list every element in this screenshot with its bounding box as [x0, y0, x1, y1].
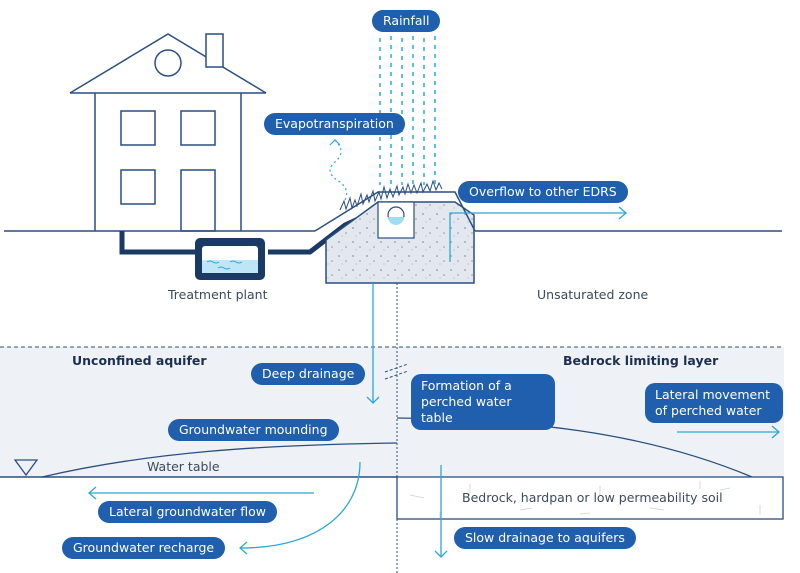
lateral-perched-arrow	[677, 425, 780, 439]
evapotranspiration-arrow	[329, 139, 348, 201]
treatment-plant-label: Treatment plant	[168, 287, 268, 302]
break-marks	[384, 363, 409, 380]
treatment-plant-icon	[195, 238, 265, 280]
rainfall-lines	[379, 36, 436, 185]
lateral-perched-label: Lateral movement of perched water	[645, 383, 783, 423]
edrs-mound	[314, 191, 476, 284]
lateral-groundwater-flow-label: Lateral groundwater flow	[98, 501, 278, 523]
groundwater-recharge-arrow	[239, 461, 361, 555]
lateral-groundwater-arrow	[88, 486, 314, 500]
slow-drainage-label: Slow drainage to aquifers	[454, 527, 636, 549]
overflow-label: Overflow to other EDRS	[458, 181, 628, 203]
bedrock-label: Bedrock, hardpan or low permeability soi…	[462, 490, 723, 505]
bedrock-limiting-layer-label: Bedrock limiting layer	[563, 353, 719, 368]
deep-drainage-arrow	[366, 283, 380, 404]
groundwater-mounding-label: Groundwater mounding	[168, 419, 339, 441]
groundwater-mound-curve	[41, 442, 398, 478]
deep-drainage-label: Deep drainage	[251, 363, 366, 385]
bedrock-texture	[409, 481, 761, 518]
perched-water-table-label: Formation of a perched water table	[411, 374, 555, 430]
unsaturated-zone-label: Unsaturated zone	[537, 287, 649, 302]
rainfall-label: Rainfall	[372, 10, 441, 32]
unconfined-aquifer-label: Unconfined aquifer	[72, 353, 207, 368]
water-table-symbol	[13, 459, 39, 477]
bedrock-layer	[396, 476, 784, 520]
evapotranspiration-label: Evapotranspiration	[264, 113, 405, 135]
slow-drainage-arrow	[434, 465, 448, 558]
vegetation-icon	[339, 179, 443, 211]
house-icon	[69, 33, 267, 232]
groundwater-recharge-label: Groundwater recharge	[62, 537, 226, 559]
water-table-label: Water table	[147, 459, 220, 474]
overflow-arrow	[449, 206, 627, 262]
